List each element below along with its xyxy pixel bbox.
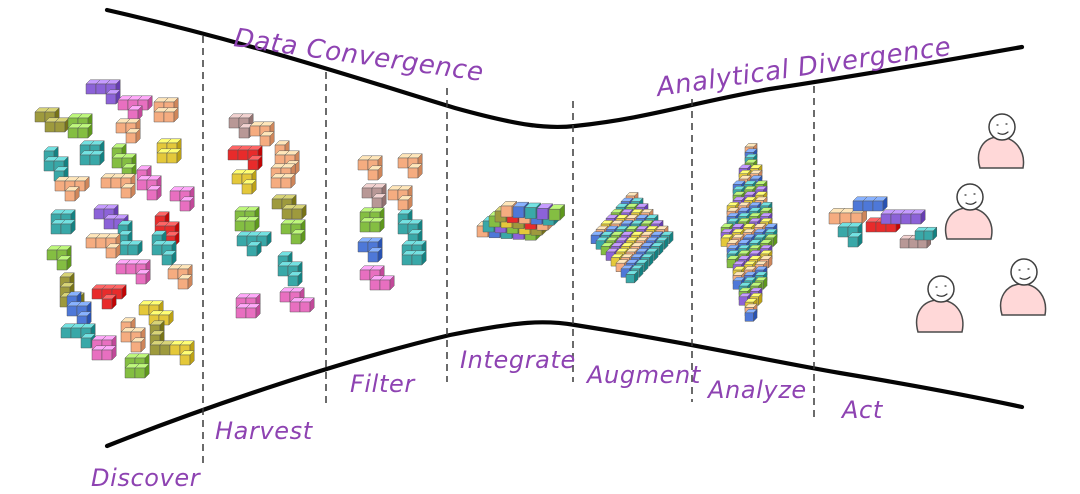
block-icon xyxy=(548,204,566,221)
stage-dividers xyxy=(202,36,815,463)
person-body xyxy=(945,207,993,240)
upper-funnel-line xyxy=(104,7,1025,130)
person-icon xyxy=(916,275,964,333)
analyzed-dataset-icon xyxy=(720,142,778,322)
augment-label: Augment xyxy=(585,361,702,389)
block-icon xyxy=(244,216,260,232)
harvest-label: Harvest xyxy=(215,417,314,445)
block-icon xyxy=(625,270,639,284)
block-icon xyxy=(163,107,179,123)
block-icon xyxy=(161,250,177,266)
block-icon xyxy=(127,240,143,256)
block-icon xyxy=(54,117,70,133)
block-icon xyxy=(101,345,117,361)
person-icon xyxy=(977,113,1025,169)
block-icon xyxy=(872,196,888,212)
person-face xyxy=(964,193,977,205)
block-icon xyxy=(407,163,423,179)
person-icon xyxy=(945,183,993,240)
augmented-dataset-icon xyxy=(590,191,674,284)
block-icon xyxy=(146,185,162,201)
person-head xyxy=(927,275,955,303)
discover-label: Discover xyxy=(91,464,202,492)
block-icon xyxy=(245,293,261,309)
block-icon xyxy=(524,202,542,220)
block-icon xyxy=(397,195,413,211)
funnel-outline xyxy=(104,7,1025,449)
block-icon xyxy=(411,250,427,266)
person-head xyxy=(1010,258,1038,286)
block-icon xyxy=(177,274,193,290)
block-icon xyxy=(179,350,195,366)
block-icon xyxy=(64,186,80,202)
person-body xyxy=(977,136,1025,169)
block-icon xyxy=(287,271,303,287)
block-icon xyxy=(245,303,261,319)
block-icon xyxy=(280,173,296,189)
lower-funnel-line xyxy=(104,320,1025,449)
block-icon xyxy=(166,148,182,164)
block-icon xyxy=(291,204,307,220)
person-face xyxy=(1018,268,1031,280)
block-icon xyxy=(56,255,72,271)
block-icon xyxy=(76,311,92,327)
block-icon xyxy=(367,165,383,181)
block-stage-discover xyxy=(34,79,195,379)
integrate-label: Integrate xyxy=(460,346,576,374)
block-icon xyxy=(130,337,146,353)
analytical-divergence-label: Analytical Divergence xyxy=(653,32,953,103)
block-icon xyxy=(105,243,121,259)
analyze-label: Analyze xyxy=(706,376,807,404)
block-icon xyxy=(120,183,136,199)
stage-labels: Data Convergence Analytical Divergence D… xyxy=(91,23,953,492)
person-head xyxy=(956,183,984,211)
block-icon xyxy=(847,232,863,248)
block-icon xyxy=(101,294,117,310)
block-icon xyxy=(134,363,150,379)
person-face xyxy=(935,285,948,297)
block-stage-filter xyxy=(357,153,427,291)
block-icon xyxy=(299,297,315,313)
block-icon xyxy=(923,226,938,241)
person-head xyxy=(988,113,1016,141)
person-body xyxy=(916,299,964,333)
act-label: Act xyxy=(840,396,884,424)
block-stage-harvest xyxy=(227,113,315,319)
block-icon xyxy=(379,275,395,291)
block-icon xyxy=(127,105,143,121)
block-icon xyxy=(246,241,262,257)
act-output-blocks xyxy=(828,196,938,249)
people-group xyxy=(916,113,1047,333)
block-icon xyxy=(241,179,257,195)
block-icon xyxy=(367,247,383,263)
block-icon xyxy=(135,269,151,285)
block-icon xyxy=(256,231,272,247)
block-icon xyxy=(77,123,93,139)
block-icon xyxy=(60,219,76,235)
block-icon xyxy=(179,196,195,212)
person-icon xyxy=(1000,258,1047,316)
block-icon xyxy=(371,193,387,209)
block-icon xyxy=(247,155,263,171)
block-icon xyxy=(137,95,153,111)
block-icon xyxy=(744,308,758,322)
block-icon xyxy=(290,229,306,245)
block-icon xyxy=(125,128,141,144)
block-icon xyxy=(89,150,105,166)
person-body xyxy=(1000,283,1047,316)
block-icon xyxy=(369,217,385,233)
block-icon xyxy=(259,131,275,147)
filter-label: Filter xyxy=(350,370,416,398)
block-icon xyxy=(910,209,926,225)
person-face xyxy=(996,123,1009,135)
integrated-dataset-icon xyxy=(476,200,566,241)
